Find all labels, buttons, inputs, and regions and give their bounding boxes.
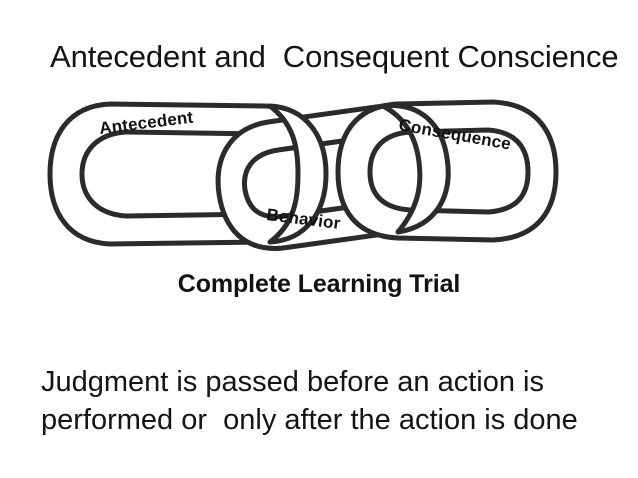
chain-link-middle-front	[380, 103, 451, 235]
chain-diagram: Antecedent Behavior Consequence	[38, 92, 568, 262]
middle-link-cap-over	[380, 103, 451, 235]
left-link-cap-over	[267, 103, 329, 245]
body-text: Judgment is passed before an action is p…	[41, 366, 578, 437]
left-link-overlap	[267, 103, 329, 245]
page-title: Antecedent and Consequent Conscience	[50, 39, 619, 74]
chain-diagram-svg: Antecedent Behavior Consequence	[47, 99, 559, 251]
diagram-caption: Complete Learning Trial	[177, 270, 461, 298]
